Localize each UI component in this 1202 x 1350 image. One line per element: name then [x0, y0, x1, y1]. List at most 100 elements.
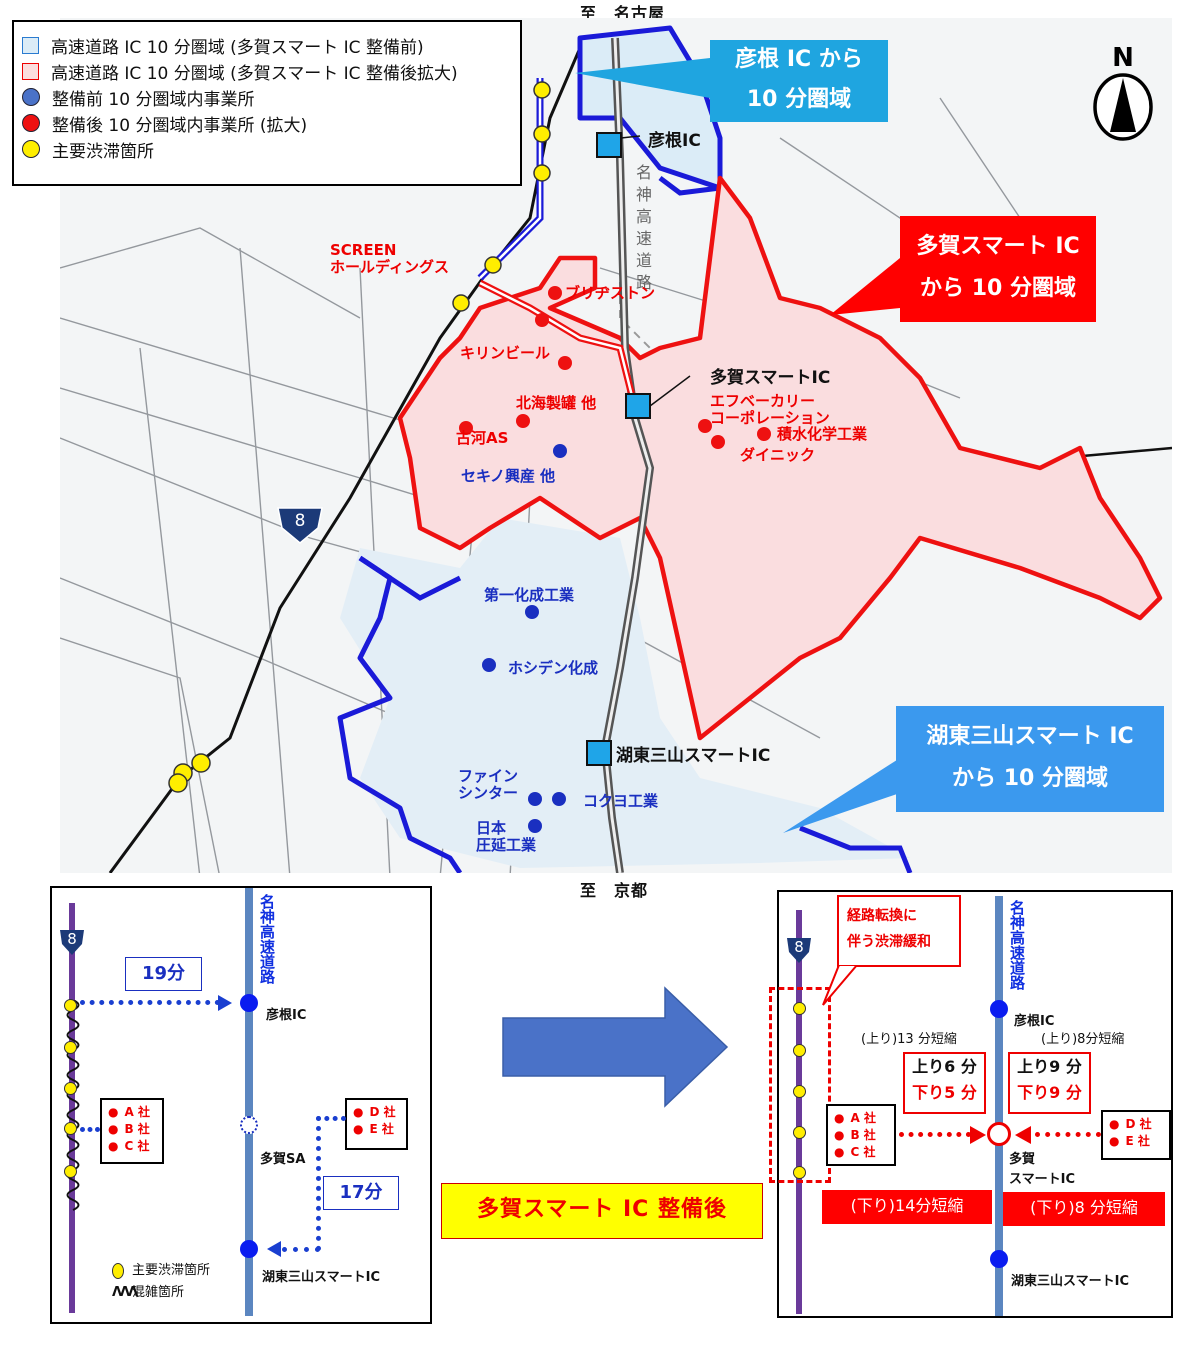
company-d: D 社: [1109, 1116, 1169, 1133]
callout-line-2: 伴う渋滞緩和: [847, 934, 931, 950]
route-8-shield-icon: [60, 930, 84, 955]
company-f-bakery: エフベーカリー コーポレーション: [710, 392, 830, 427]
taga-sa-node[interactable]: [240, 1116, 258, 1134]
taga-smart-ic-node[interactable]: [987, 1122, 1011, 1146]
company-a: A 社: [834, 1110, 894, 1127]
right-time-box: 上り9 分 下り9 分: [1008, 1052, 1091, 1114]
light-red-square-icon: [22, 62, 39, 80]
svg-text:高: 高: [636, 207, 652, 226]
koto-sanzan-ic-node[interactable]: [990, 1250, 1008, 1268]
callout-line-2: 10 分圏域: [746, 87, 852, 112]
left-time-box: 上り6 分 下り5 分: [903, 1052, 986, 1114]
koto-sanzan-smart-ic-label: 湖東三山スマートIC: [616, 746, 771, 766]
hikone-ic-zone-callout: 彦根 IC から 10 分圏域: [710, 40, 888, 122]
legend-label: 主要渋滞箇所: [52, 141, 154, 162]
company-b: B 社: [108, 1121, 162, 1138]
company-b: B 社: [834, 1127, 894, 1144]
svg-text:路: 路: [636, 273, 652, 292]
legend-label: 整備後 10 分圏域内事業所 (拡大): [52, 115, 308, 136]
company-c: C 社: [108, 1138, 162, 1155]
company-sekisui-chemical: 積水化学工業: [777, 425, 868, 443]
company-nihon-atsuen: 日本 圧延工業: [476, 819, 537, 854]
expressway-label: 名神高速道路: [1008, 900, 1026, 990]
destination-kyoto-label: 至 京都: [580, 881, 649, 900]
svg-text:名: 名: [636, 163, 652, 182]
time-to-koto-label: 17分: [323, 1176, 399, 1210]
congestion-dot: [64, 999, 77, 1012]
company-sekino-kosan: セキノ興産 他: [461, 467, 556, 485]
company-e: E 社: [1109, 1133, 1169, 1150]
before-diagram: 8 名神高速道路 彦根IC 多賀SA 湖東三山スマートIC 19分 A 社 B …: [50, 886, 432, 1324]
down-time: 下り5 分: [912, 1083, 977, 1102]
after-diagram: 8 経路転換に 伴う渋滞緩和 名神高速道路 彦根IC 多賀 スマートIC 湖東三…: [769, 890, 1173, 1318]
congestion-dot: [64, 1122, 77, 1135]
route-8-road: [796, 910, 802, 1314]
callout-line-2: から 10 分圏域: [952, 766, 1108, 791]
koto-sanzan-ic-node[interactable]: [240, 1240, 258, 1258]
route-vertical-dots: [316, 1116, 321, 1251]
map-area[interactable]: 名 神 高 速 道 路 8 彦根 IC から 10 分圏域 多賀スマート IC …: [60, 18, 1172, 873]
hikone-ic-label: 彦根IC: [1014, 1014, 1055, 1029]
north-label: N: [1112, 43, 1134, 73]
company-e: E 社: [353, 1121, 406, 1138]
expressway-label: 名神高速道路: [258, 894, 276, 984]
legend-row-before-zone: 高速道路 IC 10 分圏域 (多賀スマート IC 整備前): [22, 32, 520, 58]
legend-label: 主要渋滞箇所: [132, 1263, 211, 1278]
company-screen-holdings: SCREEN ホールディングス: [330, 241, 449, 276]
legend-row-congestion: 主要渋滞箇所: [22, 136, 520, 162]
congestion-relief-area: [769, 987, 831, 1183]
companies-de-box: D 社 E 社: [1101, 1110, 1171, 1160]
svg-text:道: 道: [636, 251, 652, 270]
arrow-head-icon: [1015, 1126, 1031, 1144]
companies-abc-box: A 社 B 社 C 社: [100, 1098, 164, 1164]
route-arrow-to-koto: [282, 1247, 320, 1252]
legend-label: 整備前 10 分圏域内事業所: [52, 89, 255, 110]
yellow-dot-icon: [112, 1262, 124, 1279]
company-bridgestone: ブリヂストン: [565, 284, 656, 302]
route-8-shield-icon: [787, 938, 811, 963]
down-time: 下り9 分: [1017, 1083, 1082, 1102]
light-blue-square-icon: [22, 36, 39, 54]
route-dots-right: [1035, 1132, 1101, 1137]
route-8-road: [69, 903, 75, 1313]
company-dynic: ダイニック: [740, 446, 816, 464]
company-hosiden-kasei: ホシデン化成: [508, 659, 599, 677]
transition-arrow-icon: [502, 986, 729, 1108]
up-time: 上り6 分: [912, 1057, 977, 1076]
legend-label: 高速道路 IC 10 分圏域 (多賀スマート IC 整備後拡大): [51, 63, 458, 84]
company-kirin-beer: キリンビール: [460, 344, 551, 362]
svg-text:神: 神: [636, 185, 652, 204]
yellow-dot-icon: [22, 140, 40, 158]
taga-smart-ic-zone-callout: 多賀スマート IC から 10 分圏域: [900, 216, 1096, 322]
legend-row-after-companies: 整備後 10 分圏域内事業所 (拡大): [22, 110, 520, 136]
route-dots-left: [899, 1132, 971, 1137]
companies-abc-box: A 社 B 社 C 社: [826, 1104, 896, 1166]
koto-sanzan-ic-zone-callout: 湖東三山スマート IC から 10 分圏域: [896, 706, 1164, 812]
right-up-saving-label: (上り)8分短縮: [1041, 1032, 1125, 1047]
company-a: A 社: [108, 1104, 162, 1121]
legend-label: 混雑箇所: [132, 1285, 185, 1300]
map-legend: 高速道路 IC 10 分圏域 (多賀スマート IC 整備前) 高速道路 IC 1…: [12, 20, 522, 186]
congestion-dot: [64, 1165, 77, 1178]
route-8-shield: [277, 507, 323, 544]
callout-line-1: 多賀スマート IC: [916, 234, 1080, 259]
taga-smart-ic-label: 多賀スマートIC: [710, 368, 831, 388]
company-daiichi-kasei: 第一化成工業: [484, 586, 575, 604]
company-c: C 社: [834, 1144, 894, 1161]
zigzag-icon: ΛΛΛ: [112, 1285, 138, 1300]
company-kokuyo-kogyo: コクヨ工業: [583, 792, 659, 810]
hikone-ic-label: 彦根IC: [266, 1008, 307, 1023]
hikone-ic-node[interactable]: [240, 994, 258, 1012]
compass-icon: [1093, 73, 1153, 141]
taga-smart-ic-label: 多賀 スマートIC: [1009, 1152, 1075, 1187]
legend-label: 高速道路 IC 10 分圏域 (多賀スマート IC 整備前): [51, 37, 424, 58]
arrow-head-icon: [267, 1241, 281, 1257]
connector-dots: [80, 1127, 100, 1132]
callout-line-1: 彦根 IC から: [735, 47, 863, 72]
arrow-head-icon: [970, 1126, 986, 1144]
left-up-saving-label: (上り)13 分短縮: [861, 1032, 957, 1047]
red-dot-icon: [22, 114, 40, 132]
hikone-ic-node[interactable]: [990, 1000, 1008, 1018]
north-arrow: N: [1092, 44, 1154, 144]
company-d: D 社: [353, 1104, 406, 1121]
